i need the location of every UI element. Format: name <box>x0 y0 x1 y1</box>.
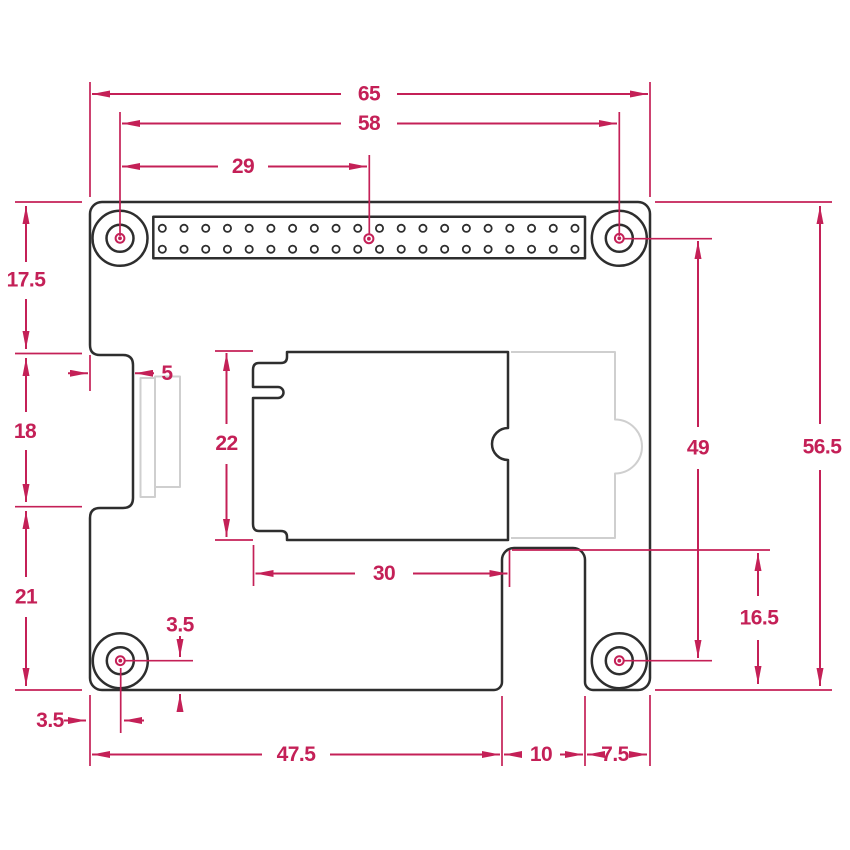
header-pin <box>309 223 319 233</box>
header-pin <box>396 223 406 233</box>
header-pin <box>288 244 298 254</box>
header-pin <box>461 223 471 233</box>
dimension-5: 5 <box>68 362 174 385</box>
mounting-hole-top-right-center-dot <box>617 236 622 241</box>
ghost-connector-footprint <box>139 375 181 498</box>
header-pin <box>288 223 298 233</box>
header-center-marker <box>363 233 375 245</box>
dimension-21: 21 <box>15 511 38 686</box>
header-pin <box>440 244 450 254</box>
header-pin <box>353 223 363 233</box>
dimension-10: 10 <box>504 743 583 766</box>
gpio-pin-field <box>157 223 580 254</box>
header-pin <box>396 244 406 254</box>
header-pin <box>179 223 189 233</box>
mounting-hole-bottom-left-center-ring <box>114 655 126 667</box>
header-pin <box>353 244 363 254</box>
dimension-label: 49 <box>687 437 709 460</box>
header-pin <box>331 223 341 233</box>
board-outline <box>88 200 652 692</box>
header-pin <box>309 244 319 254</box>
dimension-22: 22 <box>215 353 238 537</box>
dimension-3-5-vertical: 3.5 <box>166 614 195 712</box>
mounting-hole-top-right-center-ring <box>613 232 625 244</box>
header-pin <box>201 223 211 233</box>
dimension-label: 22 <box>215 432 237 455</box>
mounting-hole-bottom-right-center-ring <box>613 655 625 667</box>
header-pin <box>266 244 276 254</box>
hole-center-markers <box>114 232 625 667</box>
header-pin <box>570 223 580 233</box>
dimension-label: 21 <box>15 586 38 609</box>
header-pin <box>374 244 384 254</box>
dimension-label: 5 <box>161 362 173 385</box>
header-pin <box>201 244 211 254</box>
header-pin <box>505 244 515 254</box>
dimension-17-5: 17.5 <box>7 206 47 349</box>
header-pin <box>505 223 515 233</box>
dimension-56-5: 56.5 <box>803 206 843 686</box>
header-pin <box>483 223 493 233</box>
header-pin <box>331 244 341 254</box>
header-pin <box>222 223 232 233</box>
mounting-hole-top-left-center-dot <box>118 236 122 241</box>
header-pin <box>527 244 537 254</box>
dimension-58: 58 <box>122 112 617 135</box>
header-pin <box>440 223 450 233</box>
dimension-label: 3.5 <box>166 614 195 637</box>
mounting-hole-bottom-right-center-dot <box>617 658 622 663</box>
dimension-label: 16.5 <box>740 607 780 630</box>
header-pin <box>244 244 254 254</box>
ghost-cutout-extension <box>511 351 643 539</box>
dimension-label: 29 <box>232 155 254 178</box>
dimension-label: 58 <box>358 112 381 135</box>
header-pin <box>418 223 428 233</box>
dimension-3-5-horizontal: 3.5 <box>36 709 144 732</box>
dimension-label: 3.5 <box>36 709 65 732</box>
header-pin <box>548 223 558 233</box>
header-pin <box>157 223 167 233</box>
dimension-label: 7.5 <box>601 743 630 766</box>
dimension-47-5: 47.5 <box>92 743 500 766</box>
dimension-label: 56.5 <box>803 436 843 459</box>
header-pin <box>548 244 558 254</box>
header-pin <box>570 244 580 254</box>
header-pin <box>418 244 428 254</box>
dimension-label: 30 <box>373 562 395 585</box>
dimension-label: 17.5 <box>7 269 47 292</box>
dimension-30: 30 <box>255 562 508 585</box>
header-pin <box>222 244 232 254</box>
dimension-label: 10 <box>530 743 552 766</box>
dimension-16-5: 16.5 <box>740 553 780 684</box>
dimension-7-5: 7.5 <box>587 743 647 766</box>
mounting-hole-top-left-center-ring <box>114 232 126 244</box>
header-pin <box>179 244 189 254</box>
dimension-label: 47.5 <box>277 743 317 766</box>
header-pin <box>244 223 254 233</box>
dimension-label: 65 <box>358 83 381 106</box>
header-pin <box>461 244 471 254</box>
dimension-29: 29 <box>122 155 367 178</box>
header-pin <box>527 223 537 233</box>
dimension-label: 18 <box>14 420 37 443</box>
dimension-65: 65 <box>92 83 648 106</box>
flex-cable-cutout <box>251 350 510 542</box>
header-pin <box>483 244 493 254</box>
header-pin <box>157 244 167 254</box>
gpio-header <box>152 215 587 260</box>
dimension-18: 18 <box>14 358 37 502</box>
dimension-49: 49 <box>687 241 710 658</box>
mounting-hole-bottom-left-center-dot <box>118 658 123 663</box>
header-pin <box>266 223 276 233</box>
header-pin <box>374 223 384 233</box>
extension-lines <box>15 82 832 766</box>
